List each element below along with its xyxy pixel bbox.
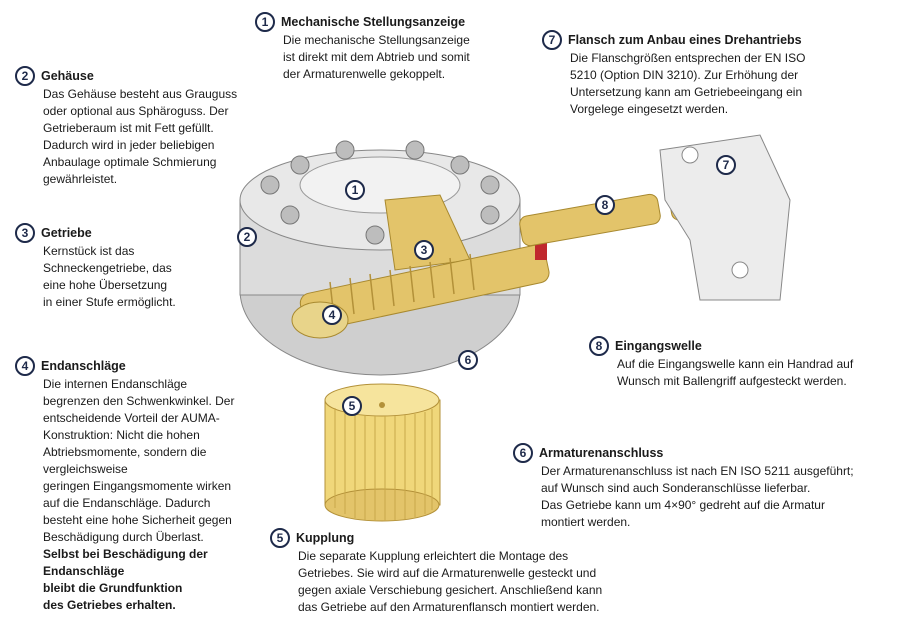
callout-title: Eingangswelle	[615, 338, 702, 353]
badge-2: 2	[15, 66, 35, 86]
marker-6: 6	[458, 350, 478, 370]
callout-emphasis: Selbst bei Beschädigung der Endanschläge…	[43, 547, 208, 612]
marker-1: 1	[345, 180, 365, 200]
callout-title: Mechanische Stellungsanzeige	[281, 14, 466, 29]
marker-7: 7	[716, 155, 736, 175]
callout-armaturenanschluss: 6 Armaturenanschluss Der Armaturenanschlu…	[513, 443, 854, 531]
callout-text: Die internen Endanschläge begrenzen den …	[43, 377, 235, 544]
marker-4: 4	[322, 305, 342, 325]
callout-text: Die Flanschgrößen entsprechen der EN ISO…	[570, 51, 806, 116]
callout-gehaeuse: 2 Gehäuse Das Gehäuse besteht aus Graugus…	[15, 66, 238, 188]
callout-endanschlaege: 4 Endanschläge Die internen Endanschläge …	[15, 356, 235, 614]
callout-title: Kupplung	[296, 530, 355, 545]
badge-4: 4	[15, 356, 35, 376]
callout-title: Armaturenanschluss	[539, 445, 664, 460]
callout-title: Flansch zum Anbau eines Drehantriebs	[568, 32, 802, 47]
callout-eingangswelle: 8 Eingangswelle Auf die Eingangswelle kan…	[589, 336, 854, 390]
badge-7: 7	[542, 30, 562, 50]
badge-5: 5	[270, 528, 290, 548]
callout-text: Kernstück ist das Schneckengetriebe, das…	[43, 244, 176, 309]
marker-2: 2	[237, 227, 257, 247]
callout-title: Endanschläge	[41, 358, 126, 373]
callout-text: Auf die Eingangswelle kann ein Handrad a…	[617, 357, 854, 388]
callout-flansch: 7 Flansch zum Anbau eines Drehantriebs Di…	[542, 30, 806, 118]
badge-8: 8	[589, 336, 609, 356]
badge-1: 1	[255, 12, 275, 32]
marker-5: 5	[342, 396, 362, 416]
badge-3: 3	[15, 223, 35, 243]
callout-text: Die separate Kupplung erleichtert die Mo…	[298, 549, 603, 614]
callout-title: Getriebe	[41, 225, 92, 240]
marker-3: 3	[414, 240, 434, 260]
callout-text: Das Gehäuse besteht aus Grauguss oder op…	[43, 87, 238, 186]
callout-text: Die mechanische Stellungsanzeige ist dir…	[283, 33, 470, 81]
callout-getriebe: 3 Getriebe Kernstück ist das Schneckenget…	[15, 223, 176, 311]
callout-stellungsanzeige: 1 Mechanische Stellungsanzeige Die mechan…	[255, 12, 470, 83]
callout-text: Der Armaturenanschluss ist nach EN ISO 5…	[541, 464, 854, 529]
badge-6: 6	[513, 443, 533, 463]
callout-title: Gehäuse	[41, 68, 94, 83]
marker-8: 8	[595, 195, 615, 215]
callout-kupplung: 5 Kupplung Die separate Kupplung erleicht…	[270, 528, 603, 616]
